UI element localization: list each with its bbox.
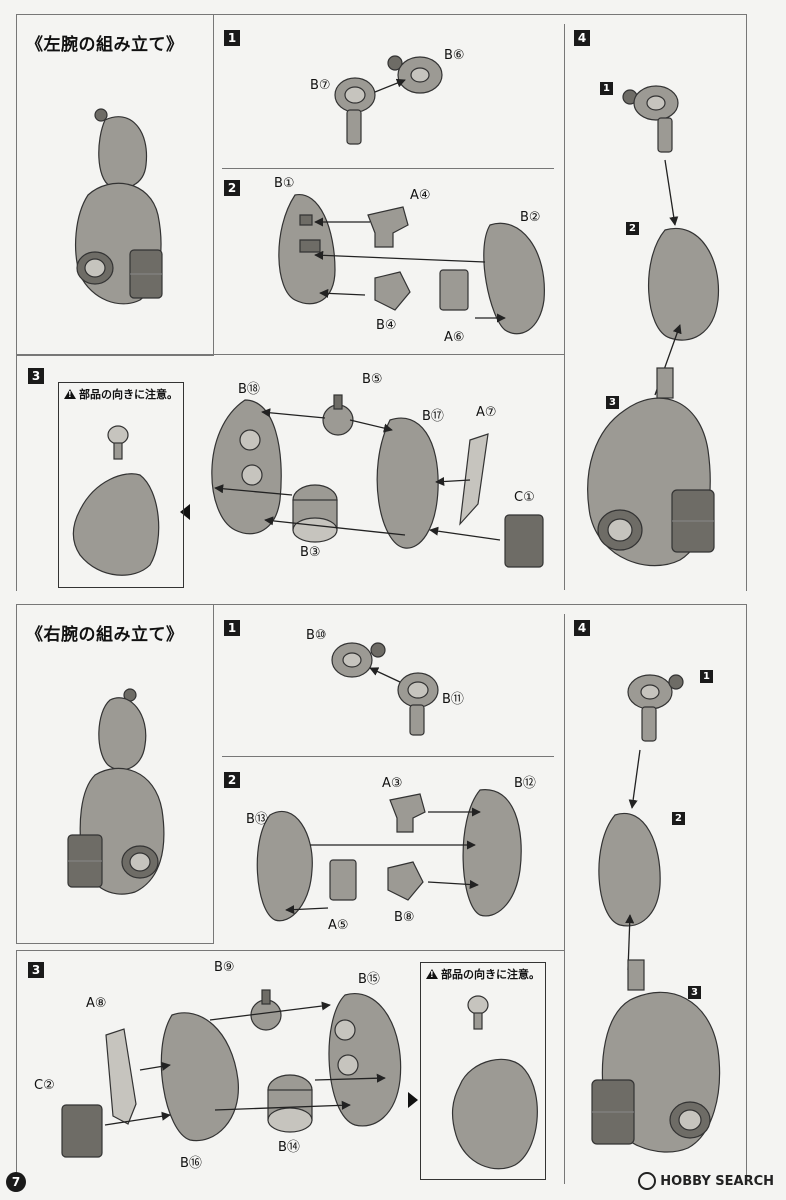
left-step4-sub1: 1 — [600, 82, 613, 95]
part-label: B⑫ — [514, 776, 536, 791]
left-arm-title: 《左腕の組み立て》 — [26, 35, 184, 55]
left-step4-sub2: 2 — [626, 222, 639, 235]
warning-text: 部品の向きに注意。 — [79, 388, 178, 401]
part-label: B⑯ — [180, 1156, 202, 1171]
right-step4-sub3: 3 — [688, 986, 701, 999]
warning-icon — [426, 969, 438, 979]
left-step4-badge: 4 — [574, 30, 590, 46]
warning-illustration-right — [408, 995, 538, 1170]
part-label: B⑮ — [358, 972, 380, 987]
watermark-text: HOBBY SEARCH — [660, 1173, 774, 1189]
part-label: B⑱ — [238, 382, 260, 397]
left-step4-sub3: 3 — [606, 396, 619, 409]
right-arm-title: 《右腕の組み立て》 — [26, 625, 184, 645]
top-step3-panel — [16, 354, 565, 591]
top-step1-divider — [222, 168, 554, 169]
part-label: A⑧ — [86, 996, 107, 1011]
right-step2-badge: 2 — [224, 772, 240, 788]
part-label: B⑤ — [362, 372, 383, 387]
part-label: A⑤ — [328, 918, 349, 933]
step1-parts-left — [334, 55, 443, 145]
part-label: B⑩ — [306, 628, 327, 643]
warning-text: 部品の向きに注意。 — [441, 968, 540, 981]
left-step3-badge: 3 — [28, 368, 44, 384]
part-label: C① — [514, 490, 535, 505]
part-label: B⑰ — [422, 409, 444, 424]
step3-parts-right — [61, 989, 402, 1158]
hobby-search-logo-icon — [638, 1172, 657, 1190]
top-step4-divider — [564, 24, 565, 590]
left-warning-box — [58, 382, 184, 588]
part-label: B④ — [376, 318, 397, 333]
part-label: A④ — [410, 188, 431, 203]
right-step4-sub1: 1 — [700, 670, 713, 683]
part-label: B⑬ — [246, 812, 268, 827]
completed-right-arm-illustration — [67, 688, 165, 895]
left-orientation-warning: 部品の向きに注意。 — [64, 386, 178, 402]
step2-parts-right — [256, 789, 522, 922]
warning-illustration-left — [72, 425, 190, 576]
right-step4-badge: 4 — [574, 620, 590, 636]
right-step1-badge: 1 — [224, 620, 240, 636]
right-step4-sub2: 2 — [672, 812, 685, 825]
part-label: B⑧ — [394, 910, 415, 925]
warning-icon — [64, 389, 76, 399]
part-label: A⑥ — [444, 330, 465, 345]
step3-parts-left — [211, 394, 544, 568]
right-step3-badge: 3 — [28, 962, 44, 978]
part-label: B① — [274, 176, 295, 191]
bottom-step4-divider — [564, 614, 565, 1184]
part-label: B② — [520, 210, 541, 225]
part-label: B⑪ — [442, 692, 464, 707]
top-section-frame — [16, 14, 747, 591]
right-warning-box — [420, 962, 546, 1180]
part-label: A⑦ — [476, 405, 497, 420]
part-label: C② — [34, 1078, 55, 1093]
bottom-step3-panel — [16, 950, 565, 1185]
step2-parts-left — [278, 194, 545, 335]
part-label: B⑨ — [214, 960, 235, 975]
bottom-title-panel — [16, 604, 214, 944]
top-title-panel — [16, 14, 214, 356]
step4-parts-left — [587, 85, 720, 567]
part-label: B⑥ — [444, 48, 465, 63]
part-label: A③ — [382, 776, 403, 791]
left-step2-badge: 2 — [224, 180, 240, 196]
right-orientation-warning: 部品の向きに注意。 — [426, 966, 540, 982]
step1-parts-right — [331, 642, 439, 736]
page-number: 7 — [6, 1172, 26, 1192]
part-label: B③ — [300, 545, 321, 560]
part-label: B⑭ — [278, 1140, 300, 1155]
bottom-step1-divider — [222, 756, 554, 757]
left-step1-badge: 1 — [224, 30, 240, 46]
step4-parts-right — [591, 674, 721, 1153]
bottom-section-frame — [16, 604, 747, 1185]
part-label: B⑦ — [310, 78, 331, 93]
watermark: HOBBY SEARCH — [638, 1172, 774, 1190]
completed-left-arm-illustration — [75, 108, 163, 305]
